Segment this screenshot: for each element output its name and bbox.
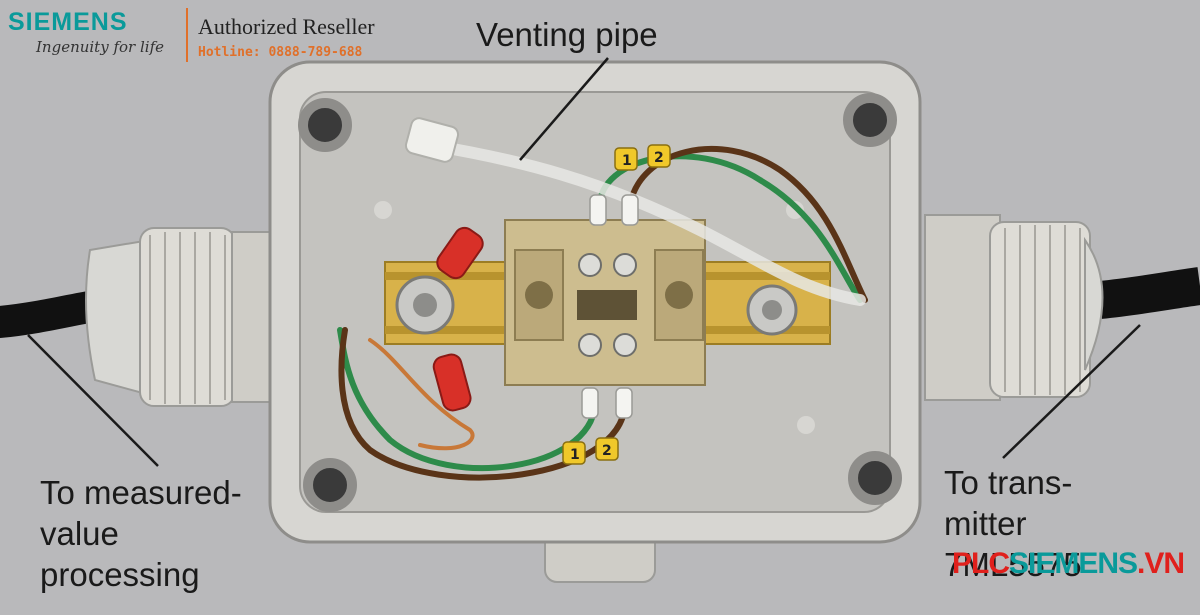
- terminal-block: [504, 219, 706, 386]
- siemens-brand: SIEMENS: [8, 8, 128, 36]
- watermark-plc: PLC: [952, 547, 1010, 580]
- measured-value-label: To measured- value processing: [40, 472, 242, 595]
- rail-bolts: [395, 275, 798, 336]
- measured-value-line-1: To measured-: [40, 474, 242, 511]
- white-ferrules: [581, 194, 639, 419]
- logo-divider: [186, 8, 188, 62]
- svg-text:1: 1: [622, 153, 632, 169]
- svg-text:2: 2: [602, 443, 612, 459]
- red-crimp-lugs: [432, 226, 484, 412]
- svg-text:2: 2: [654, 150, 664, 166]
- right-black-cable: [1098, 267, 1200, 319]
- wire-markers: [562, 144, 671, 465]
- right-cable-gland: [924, 214, 1104, 401]
- left-cable-gland: [85, 227, 283, 407]
- transmitter-line-1: To trans-: [944, 464, 1073, 501]
- watermark: PLCSIEMENS.VN: [952, 547, 1185, 581]
- venting-pipe: [424, 139, 866, 306]
- left-black-cable: [0, 289, 116, 338]
- transmitter-line-3: 7ML5575: [944, 546, 1082, 583]
- authorized-reseller-text: Authorized Reseller: [198, 14, 375, 39]
- callout-lines: [27, 57, 1141, 467]
- transmitter-label: To trans- mitter 7ML5575: [944, 462, 1082, 585]
- measured-value-line-2: value: [40, 515, 119, 552]
- watermark-siemens: SIEMENS: [1009, 547, 1138, 580]
- venting-pipe-label: Venting pipe: [476, 16, 658, 53]
- corner-screws: [298, 93, 902, 512]
- hotline-text: Hotline: 0888-789-688: [198, 45, 363, 60]
- watermark-vn: .VN: [1137, 547, 1185, 580]
- svg-text:1: 1: [570, 447, 580, 463]
- siemens-tagline: Ingenuity for life: [36, 38, 164, 56]
- measured-value-line-3: processing: [40, 556, 200, 593]
- transmitter-line-2: mitter: [944, 505, 1027, 542]
